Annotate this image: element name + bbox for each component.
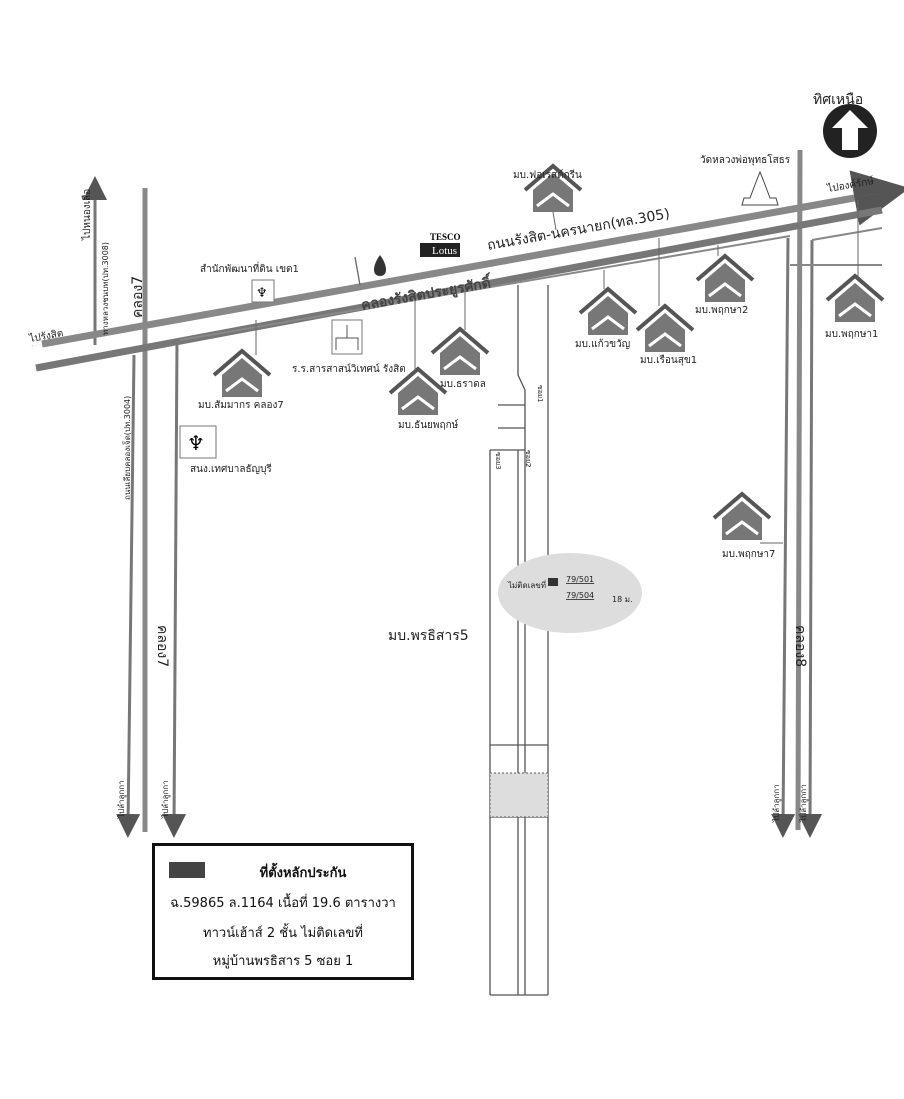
svg-text:มบ.สัมมากร คลอง7: มบ.สัมมากร คลอง7 (198, 400, 284, 411)
legend-line-3: หมู่บ้านพรธิสาร 5 ซอย 1 (212, 954, 354, 969)
klong7-bottom-label: คลอง7 (154, 625, 170, 667)
municipality-label: สนง.เทศบาลธัญบุรี (190, 463, 272, 475)
north-arrow-glyph (832, 110, 868, 150)
svg-text:มบ.พฤกษา1: มบ.พฤกษา1 (825, 329, 878, 340)
svg-text:มบ.ธันยพฤกษ์: มบ.ธันยพฤกษ์ (398, 419, 459, 431)
soi1-label: ซอย1 (536, 385, 544, 403)
legend-swatch (169, 862, 205, 878)
school-glyph (335, 325, 359, 350)
road-klong8-west (771, 237, 796, 838)
svg-text:มบ.เรือนสุข1: มบ.เรือนสุข1 (640, 354, 697, 366)
svg-text:มบ.แก้วขวัญ: มบ.แก้วขวัญ (575, 338, 630, 350)
village-thanya-pruksa: มบ.ธันยพฤกษ์ (388, 300, 459, 431)
klong8-canal (795, 149, 803, 831)
road-3004 (116, 354, 141, 838)
garuda-glyph: ♆ (187, 431, 205, 455)
site-marker (548, 578, 558, 586)
north-label: ทิศเหนือ (813, 92, 863, 108)
project-roads (489, 285, 549, 996)
village-tharadol: มบ.ธราดล (430, 290, 490, 390)
soi3-label: ซอย3 (494, 452, 502, 470)
svg-text:มบ.ฟอเรสต์กรีน: มบ.ฟอเรสต์กรีน (513, 169, 582, 181)
svg-text:มบ.พฤกษา7: มบ.พฤกษา7 (722, 549, 775, 560)
village-pruksa-1: มบ.พฤกษา1 (825, 200, 885, 340)
to-lamlukka-2: ไปลำลูกกา (161, 780, 171, 819)
common-area (489, 772, 549, 818)
klong8-label: คลอง8 (792, 625, 808, 667)
to-nong-suea-label: ไปหนองเสือ (81, 189, 93, 241)
legend-line-1: ฉ.59865 ล.1164 เนื้อที่ 19.6 ตารางวา (170, 896, 396, 911)
main-road (31, 170, 904, 372)
garuda-icon (251, 279, 275, 303)
fuel-drop-icon (374, 255, 386, 276)
side-road (811, 227, 883, 241)
temple-icon (741, 170, 779, 206)
village-pruksa-7: มบ.พฤกษา7 (712, 492, 783, 560)
site-highlight (498, 553, 642, 633)
to-lamlukka-4: ไปลำลูกกา (799, 784, 809, 823)
soi2-label: ซอย2 (524, 450, 532, 468)
site-width: 18 ม. (612, 595, 633, 604)
svg-text:มบ.ธราดล: มบ.ธราดล (440, 379, 486, 390)
to-lamlukka-1: ไปลำลูกกา (117, 780, 127, 819)
tesco-lotus-logo: TESCO Lotus (420, 232, 461, 257)
village-sammakorn-klong7: มบ.สัมมากร คลอง7 (198, 320, 284, 411)
klong7-top-label: คลอง7 (130, 276, 146, 318)
temple-label: วัดหลวงพ่อพุทธโสธร (700, 153, 791, 166)
legend-title: ที่ตั้งหลักประกัน (259, 866, 347, 881)
school-label: ร.ร.สารสาสน์วิเทศน์ รังสิต (292, 363, 406, 375)
municipality-garuda-icon (179, 425, 217, 459)
garuda-glyph: ♆ (256, 286, 268, 301)
svg-text:มบ.พฤกษา2: มบ.พฤกษา2 (695, 305, 748, 316)
pointer-line (354, 256, 361, 286)
road-klong7-east (162, 339, 187, 838)
village-kaew-kwan: มบ.แก้วขวัญ (575, 270, 638, 350)
house-79-504: 79/504 (566, 591, 594, 600)
village-forest-green: มบ.ฟอเรสต์กรีน (513, 164, 583, 231)
legend-box: ที่ตั้งหลักประกัน ฉ.59865 ล.1164 เนื้อที… (152, 843, 414, 980)
legend-line-2: ทาวน์เฮ้าส์ 2 ชั้น ไม่ติดเลขที่ (203, 926, 363, 941)
to-lamlukka-3: ไปลำลูกกา (772, 784, 782, 823)
land-office-label: สำนักพัฒนาที่ดิน เขต1 (200, 261, 299, 275)
svg-text:TESCO: TESCO (430, 232, 461, 242)
road-klong8-east (798, 239, 823, 838)
village-pruksa-2: มบ.พฤกษา2 (695, 245, 755, 316)
road-3008-label: ทางหลวงชนบท(ปท.3008) (101, 242, 110, 335)
site-no-number: ไม่ติดเลขที่ (507, 579, 546, 590)
road-3004-label: ถนนเลียบคลองเจ็ด(ปท.3004) (122, 396, 132, 500)
house-79-501: 79/501 (566, 575, 594, 584)
svg-text:Lotus: Lotus (432, 245, 457, 257)
village-ruean-suk-1: มบ.เรือนสุข1 (635, 238, 697, 366)
site-village-label: มบ.พรธิสาร5 (388, 628, 469, 644)
